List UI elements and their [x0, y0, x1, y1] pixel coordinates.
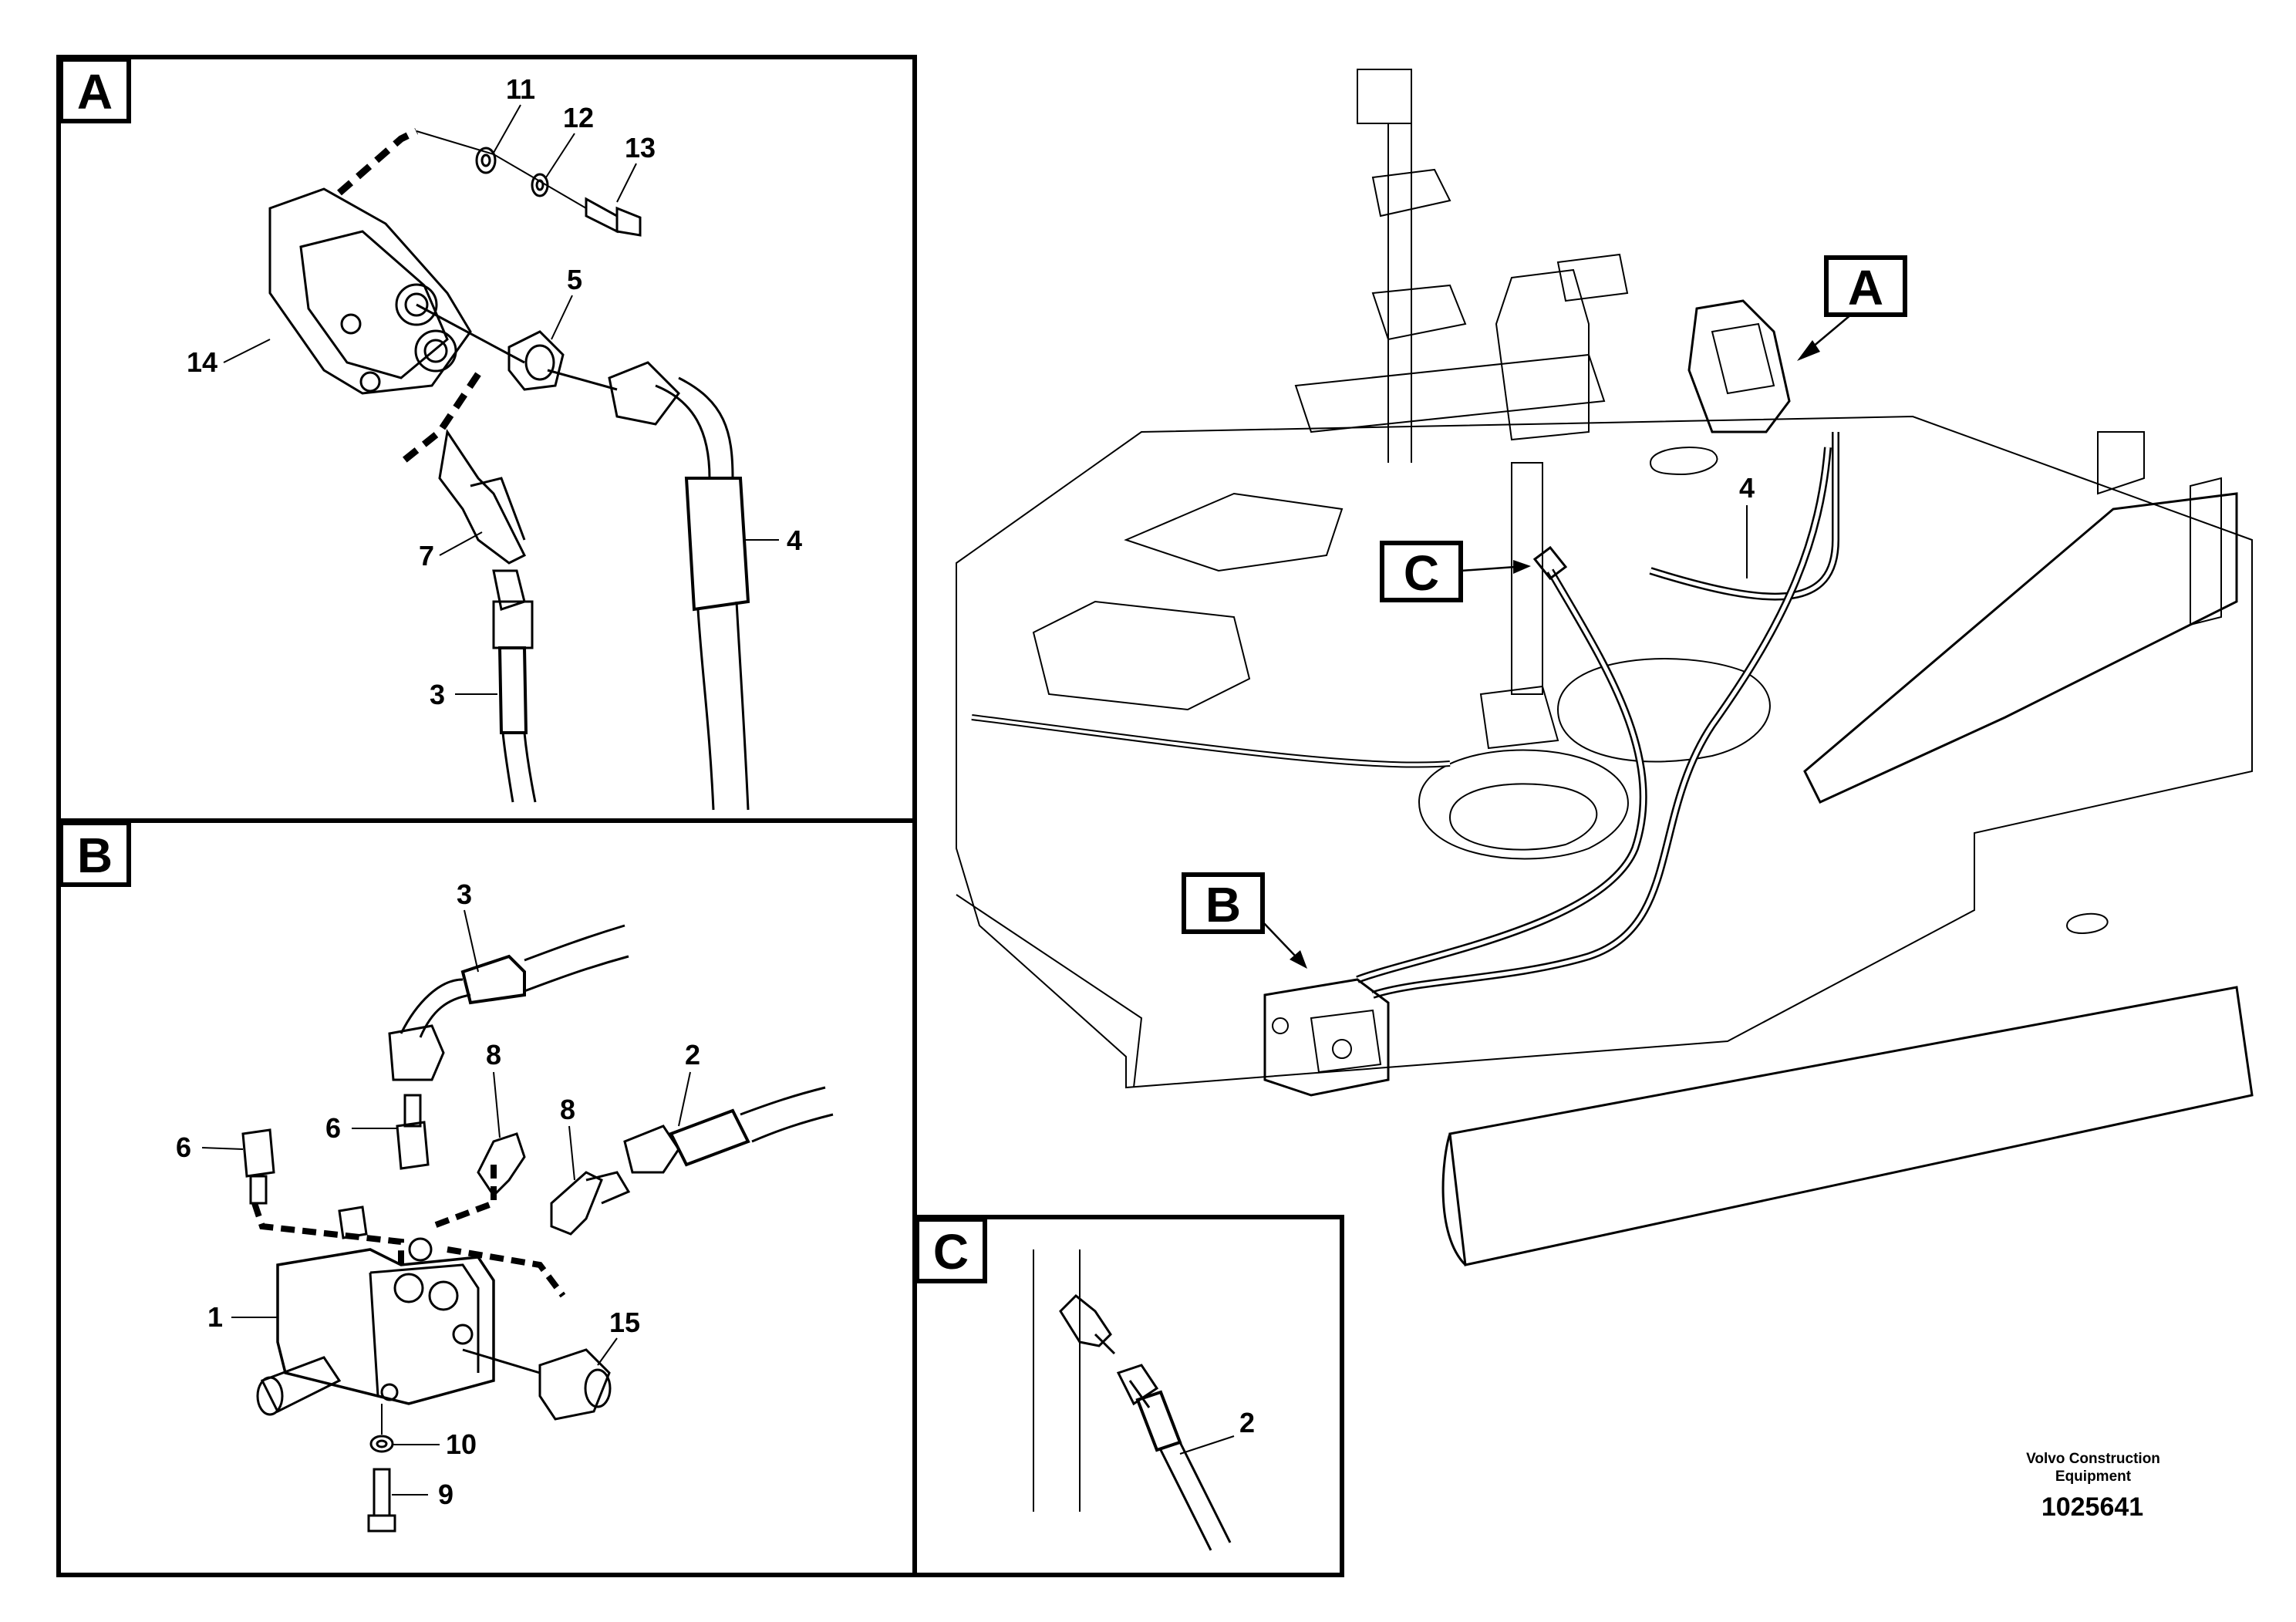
detail-b-leader-8a: [493, 1071, 501, 1138]
detail-b-leader-6a: [201, 1147, 244, 1150]
detail-c-callout-2: 2: [1239, 1407, 1255, 1438]
overview-labels: A B C 4: [1182, 255, 1907, 969]
detail-a-leader-13: [616, 163, 637, 203]
detail-b-callout-9: 9: [438, 1479, 453, 1510]
detail-a-callout-13: 13: [625, 132, 656, 164]
detail-b-callout-15: 15: [609, 1307, 640, 1338]
detail-a-callout-4: 4: [787, 524, 802, 556]
detail-b-label-box: [59, 821, 131, 887]
detail-b-callout-2: 2: [685, 1039, 700, 1071]
marker-b-box: [1182, 872, 1265, 934]
detail-c-panel: C 2: [912, 1215, 1344, 1577]
detail-b-drawing: [241, 924, 834, 1533]
detail-a-callout-11: 11: [506, 73, 535, 105]
detail-a-leader-14: [223, 339, 271, 363]
detail-a-label-box: [59, 57, 131, 123]
detail-b-leader-3: [464, 909, 479, 973]
detail-a-leader-11: [493, 104, 521, 153]
document-number: 1025641: [2041, 1492, 2143, 1522]
detail-a-callout-7: 7: [419, 540, 434, 572]
detail-b-callout-6b: 6: [325, 1112, 341, 1144]
credit-line-2: Equipment: [2055, 1469, 2132, 1485]
detail-a-callout-14: 14: [187, 346, 217, 378]
detail-a-leader-7: [439, 531, 483, 556]
detail-a-leader-5: [551, 295, 573, 340]
detail-a-callout-5: 5: [567, 264, 582, 295]
detail-b-label: B: [77, 828, 113, 883]
detail-b-panel: B: [56, 818, 917, 1577]
detail-b-leader-15: [597, 1337, 618, 1366]
overview-drawing: [956, 69, 2254, 1266]
detail-b-callout-3: 3: [457, 878, 472, 910]
detail-a-leader-12: [545, 133, 575, 178]
marker-a-label: A: [1848, 260, 1883, 315]
detail-a-label: A: [77, 64, 113, 120]
marker-c-leader: [1460, 565, 1516, 572]
marker-b-label: B: [1205, 877, 1241, 932]
overview-callout-4: 4: [1739, 472, 1755, 504]
marker-a-leader: [1812, 314, 1852, 348]
detail-a-callout-12: 12: [563, 102, 594, 133]
marker-a-arrow: [1797, 340, 1820, 361]
detail-c-label: C: [933, 1224, 969, 1280]
marker-b-leader: [1262, 921, 1296, 957]
detail-b-callout-8a: 8: [486, 1039, 501, 1071]
detail-c-label-box: [915, 1217, 987, 1283]
detail-a-drawing: [268, 127, 750, 811]
detail-b-callout-8b: 8: [560, 1094, 575, 1125]
marker-c-arrow: [1513, 560, 1531, 574]
credit-line-1: Volvo Construction: [2026, 1451, 2160, 1467]
detail-c-drawing: [1033, 1249, 1232, 1551]
marker-b-arrow: [1290, 950, 1307, 969]
marker-c-box: [1380, 541, 1463, 602]
detail-c-leader-2: [1179, 1435, 1235, 1455]
marker-c-label: C: [1404, 545, 1439, 601]
detail-b-callout-6a: 6: [176, 1131, 191, 1163]
detail-b-callout-10: 10: [446, 1428, 477, 1460]
marker-a-box: [1824, 255, 1907, 317]
detail-a-panel: A: [56, 55, 917, 823]
detail-b-leader-8b: [568, 1125, 575, 1181]
footer: Volvo Construction Equipment 1025641: [2026, 1451, 2160, 1522]
detail-b-frame: [56, 818, 917, 1577]
detail-b-leader-2: [678, 1071, 691, 1127]
detail-b-callout-1: 1: [207, 1301, 223, 1333]
detail-a-callout-3: 3: [430, 679, 445, 710]
